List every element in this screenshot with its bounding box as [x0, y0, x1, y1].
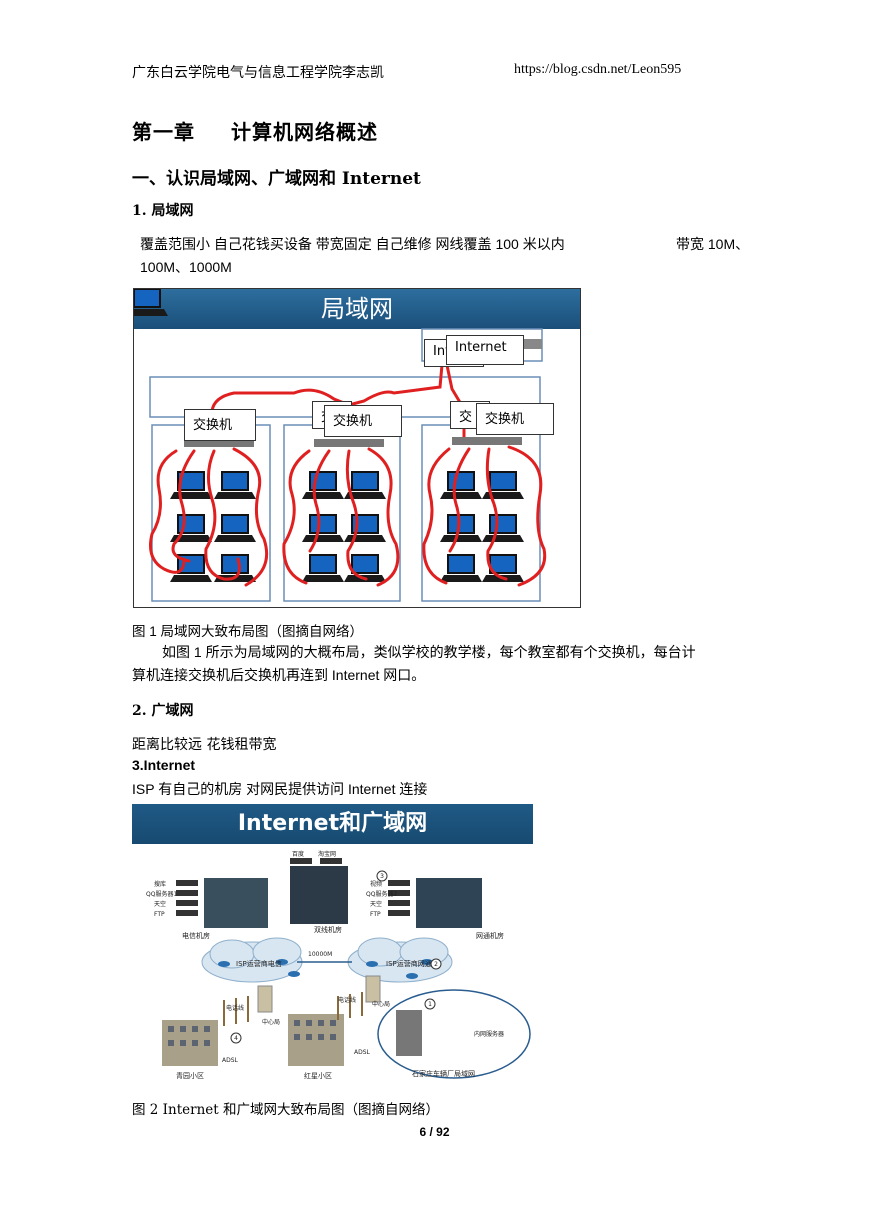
label-adsl2: ADSL [354, 1049, 371, 1056]
label-n3: 3 [380, 873, 384, 880]
lan-heading: 1. 局域网 [132, 203, 194, 219]
label-n2: 2 [434, 961, 438, 968]
switch-label-1: 交换机 [184, 409, 256, 441]
label-factory-lan: 石家庄车辆厂局域网 [412, 1069, 475, 1078]
label-center2: 中心局 [372, 1000, 390, 1008]
label-telecom-room: 电信机房 [182, 931, 210, 940]
header-author: 广东白云学院电气与信息工程学院李志凯 [132, 65, 384, 81]
internet-desc: ISP 有自己的机房 对网民提供访问 Internet 连接 [132, 781, 428, 797]
label-center1: 中心局 [262, 1018, 280, 1026]
section-title: 一、认识局域网、广域网和 Internet [132, 169, 421, 189]
label-isp-telecom: ISP运营商电信 [236, 959, 282, 968]
wan-figure-banner: Internet和广域网 [132, 804, 533, 844]
label-tianya1: 天空 [154, 900, 166, 908]
label-ftp1: FTP [154, 911, 165, 918]
chapter-title: 第一章 计算机网络概述 [132, 116, 378, 145]
label-baidu: 百度 [292, 850, 304, 858]
lan-desc-bandwidth: 带宽 10M、 [676, 236, 750, 252]
figure1-text-line1: 如图 1 所示为局域网的大概布局，类似学校的教学楼，每个教室都有个交换机，每台计 [162, 644, 696, 660]
switch-label-2: 交换机 [324, 405, 402, 437]
internet-heading: 3.Internet [132, 757, 196, 773]
label-search: 搜库 [154, 880, 166, 888]
wan-heading: 2. 广域网 [132, 703, 194, 719]
label-phone2: 电话线 [338, 996, 356, 1004]
chapter-name: 计算机网络概述 [231, 120, 378, 144]
label-qq2: QQ服务器2 [366, 890, 397, 898]
label-qingyuan: 青园小区 [176, 1071, 204, 1080]
label-n1: 1 [428, 1001, 432, 1008]
figure1-caption: 图 1 局域网大致布局图（图摘自网络） [132, 624, 364, 639]
page-number: 6 / 92 [419, 1125, 450, 1139]
lan-desc-line1: 覆盖范围小 自己花钱买设备 带宽固定 自己维修 网线覆盖 100 米以内 [140, 236, 565, 252]
label-adsl1: ADSL [222, 1057, 239, 1064]
label-dual-room: 双线机房 [314, 925, 342, 934]
wan-desc: 距离比较远 花钱租带宽 [132, 737, 277, 753]
label-phone1: 电话线 [226, 1004, 244, 1012]
figure2-caption: 图 2 Internet 和广域网大致布局图（图摘自网络） [132, 1102, 439, 1118]
switch-label-3: 交换机 [476, 403, 554, 435]
label-intranet-server: 内网服务器 [474, 1030, 504, 1038]
lan-figure-banner: 局域网 [134, 289, 580, 329]
figure1-text-line2: 算机连接交换机后交换机再连到 Internet 网口。 [132, 667, 426, 683]
lan-desc-line2: 100M、1000M [140, 259, 232, 275]
label-ftp2: FTP [370, 911, 381, 918]
internet-label: Internet [446, 335, 524, 365]
lan-figure: 局域网 [133, 288, 581, 608]
header-url[interactable]: https://blog.csdn.net/Leon595 [514, 62, 682, 77]
wan-diagram: 3 2 1 4 搜库 QQ服务器1 天空 FTP 百度 淘宝网 视频 QQ服务器… [146, 850, 531, 1080]
label-taobao: 淘宝网 [318, 850, 336, 858]
label-unicom-room: 网通机房 [476, 931, 504, 940]
chapter-number: 第一章 [132, 120, 195, 144]
wan-figure: Internet和广域网 [132, 804, 533, 1089]
label-bandwidth: 10000M [308, 951, 332, 958]
label-qq1: QQ服务器1 [146, 890, 177, 898]
label-tianya2: 天空 [370, 900, 382, 908]
label-isp-unicom: ISP运营商网通 [386, 959, 432, 968]
label-n4: 4 [234, 1035, 238, 1042]
label-hongxing: 红星小区 [304, 1071, 332, 1080]
label-video: 视频 [370, 880, 382, 888]
